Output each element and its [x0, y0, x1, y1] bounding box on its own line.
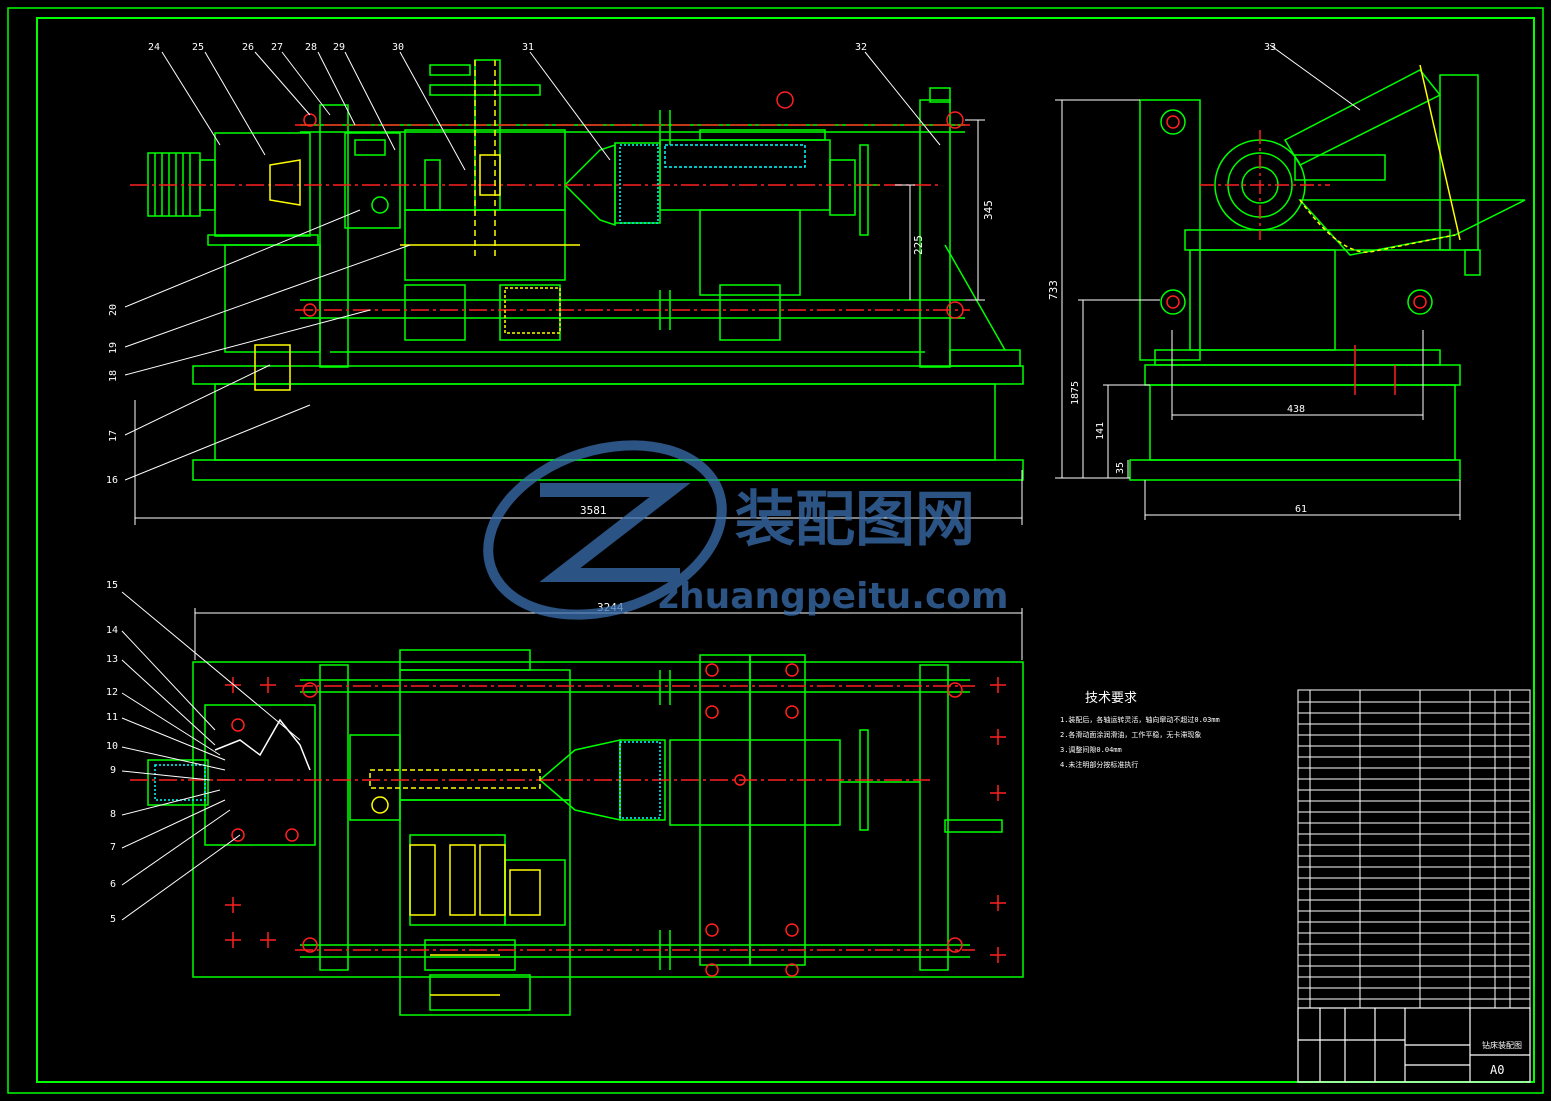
tech-requirement-2: 2.各滑动面涂润滑油，工作平稳，无卡滞现象 — [1060, 730, 1201, 739]
front-view-dimensions — [134, 119, 1023, 525]
side-dim-width-inner: 438 — [1287, 404, 1305, 415]
balloon-10: 10 — [106, 741, 118, 752]
balloon-6: 6 — [110, 879, 116, 890]
balloon-9: 9 — [110, 765, 116, 776]
balloon-8: 8 — [110, 809, 116, 820]
watermark-en-text: zhuangpeitu.com — [658, 576, 1009, 617]
title-block-drawing-title: 钻床装配图 — [1482, 1040, 1522, 1050]
watermark-cn-text: 装配图网 — [735, 485, 975, 555]
tech-requirement-1: 1.装配后，各轴运转灵活，轴向窜动不超过0.03mm — [1060, 715, 1220, 724]
balloon-7: 7 — [110, 842, 116, 853]
balloon-12: 12 — [106, 687, 118, 698]
side-view — [1129, 69, 1526, 481]
balloon-14: 14 — [106, 625, 118, 636]
balloon-25: 25 — [192, 42, 204, 53]
front-dim-height-main: 345 — [982, 200, 995, 220]
balloon-17: 17 — [108, 430, 119, 442]
plan-red-crosses — [225, 677, 1006, 963]
watermark-logo-z — [539, 483, 691, 582]
title-block-sheet-size: A0 — [1490, 1063, 1504, 1077]
balloon-18: 18 — [108, 370, 119, 382]
balloon-24: 24 — [148, 42, 160, 53]
balloon-27: 27 — [271, 42, 283, 53]
parts-list — [1297, 689, 1531, 1009]
balloon-5: 5 — [110, 914, 116, 925]
plan-view-leaders — [121, 591, 301, 921]
balloon-33: 33 — [1264, 42, 1276, 53]
balloon-19: 19 — [108, 342, 119, 354]
outer-sheet-border — [7, 7, 1544, 1094]
side-dim-h4: 35 — [1115, 462, 1126, 474]
balloon-11: 11 — [106, 712, 118, 723]
side-dim-h3: 141 — [1095, 422, 1106, 440]
balloon-26: 26 — [242, 42, 254, 53]
watermark: 装配图网 zhuangpeitu.com — [483, 440, 1009, 620]
side-dim-h2: 1875 — [1070, 381, 1081, 405]
balloon-16: 16 — [106, 475, 118, 486]
front-view-accents — [130, 60, 970, 391]
tech-requirement-4: 4.未注明部分按标准执行 — [1060, 760, 1138, 769]
title-block — [1297, 1007, 1531, 1083]
tech-requirement-3: 3.调整间隙0.04mm — [1060, 745, 1122, 754]
front-dim-overall: 3581 — [580, 504, 607, 517]
balloon-15: 15 — [106, 580, 118, 591]
front-dim-height-inner: 225 — [912, 235, 925, 255]
balloon-13: 13 — [106, 654, 118, 665]
balloon-20: 20 — [108, 304, 119, 316]
inner-frame-border — [36, 17, 1535, 1083]
balloon-32: 32 — [855, 42, 867, 53]
plan-view — [147, 649, 1024, 1016]
front-view — [147, 59, 1024, 481]
plan-view-accents — [130, 663, 975, 996]
side-dim-height: 733 — [1047, 280, 1060, 300]
balloon-31: 31 — [522, 42, 534, 53]
tech-requirements-title: 技术要求 — [1085, 691, 1137, 706]
balloon-30: 30 — [392, 42, 404, 53]
front-view-leaders — [124, 51, 941, 481]
side-view-accents — [1166, 64, 1461, 395]
balloon-28: 28 — [305, 42, 317, 53]
watermark-logo-ring — [483, 440, 727, 620]
side-view-dimensions — [1055, 44, 1461, 520]
balloon-29: 29 — [333, 42, 345, 53]
side-dim-width: 61 — [1295, 504, 1307, 515]
